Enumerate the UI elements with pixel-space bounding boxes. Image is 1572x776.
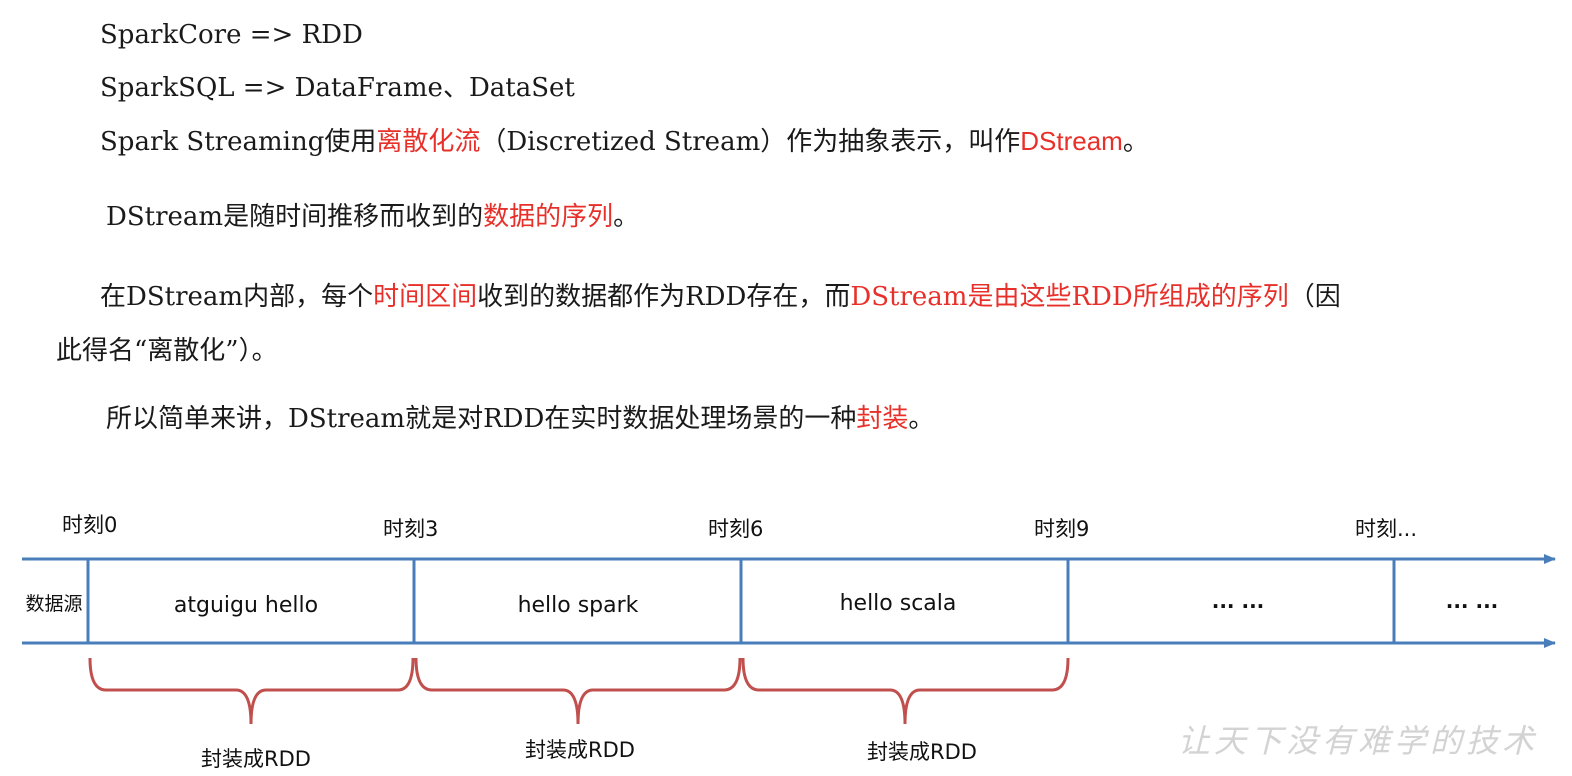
- data-source-label: 数据源: [25, 593, 82, 615]
- brace-label: 封装成RDD: [867, 740, 977, 764]
- segment-text: hello spark: [518, 593, 639, 618]
- line3-part-c: （Discretized Stream）作为抽象表示，叫作: [480, 127, 1021, 157]
- line5-part-c: 收到的数据都作为RDD存在，而: [477, 282, 851, 312]
- line-summary: 所以简单来讲，DStream就是对RDD在实时数据处理场景的一种封装。: [106, 402, 934, 436]
- line3-part-a: Spark Streaming使用: [100, 127, 377, 157]
- line7-part-c: 。: [908, 404, 935, 434]
- time-label-6: 时刻6: [708, 517, 763, 541]
- line-sparkcore: SparkCore => RDD: [100, 18, 363, 52]
- segment-text: ... ...: [1212, 589, 1265, 613]
- segment-text: atguigu hello: [174, 593, 318, 618]
- segment-text: ... ...: [1446, 589, 1499, 613]
- line-dstream-internal: 在DStream内部，每个时间区间收到的数据都作为RDD存在，而DStream是…: [100, 280, 1341, 314]
- rdd-brace: [88, 657, 415, 725]
- line-sparksql: SparkSQL => DataFrame、DataSet: [100, 71, 575, 105]
- line3-part-e: 。: [1122, 127, 1149, 157]
- line-spark-streaming: Spark Streaming使用离散化流（Discretized Stream…: [100, 124, 1149, 159]
- rdd-brace: [414, 657, 742, 725]
- line5-part-e: （因: [1288, 282, 1341, 312]
- line7-part-a: 所以简单来讲，DStream就是对RDD在实时数据处理场景的一种: [106, 404, 857, 434]
- line-discretized-name: 此得名“离散化”）。: [56, 334, 278, 368]
- line-sparkcore-text: SparkCore => RDD: [100, 20, 363, 50]
- line7-highlight-encapsulation: 封装: [856, 404, 909, 434]
- segment-text: hello scala: [840, 591, 957, 616]
- line5-highlight-interval: 时间区间: [373, 282, 478, 312]
- line5-part-a: 在DStream内部，每个: [100, 282, 374, 312]
- line-dstream-definition: DStream是随时间推移而收到的数据的序列。: [106, 200, 639, 234]
- watermark-slogan: 让天下没有难学的技术: [1178, 722, 1539, 760]
- brace-label: 封装成RDD: [201, 747, 311, 771]
- rdd-brace: [741, 657, 1070, 725]
- line-sparksql-text: SparkSQL => DataFrame、DataSet: [100, 73, 575, 103]
- line4-highlight-sequence: 数据的序列: [483, 202, 614, 232]
- line4-part-c: 。: [613, 202, 640, 232]
- time-label-9: 时刻9: [1034, 517, 1089, 541]
- time-label-3: 时刻3: [383, 517, 438, 541]
- line3-highlight-dstream: DStream: [1020, 126, 1123, 156]
- line5-highlight-rdd-sequence: DStream是由这些RDD所组成的序列: [850, 282, 1289, 312]
- line6-text: 此得名“离散化”）。: [56, 336, 278, 366]
- time-label-0: 时刻0: [62, 513, 117, 537]
- time-label-more: 时刻...: [1355, 517, 1417, 541]
- brace-label: 封装成RDD: [525, 738, 635, 762]
- line4-part-a: DStream是随时间推移而收到的: [106, 202, 484, 232]
- line3-highlight-discretized: 离散化流: [376, 127, 481, 157]
